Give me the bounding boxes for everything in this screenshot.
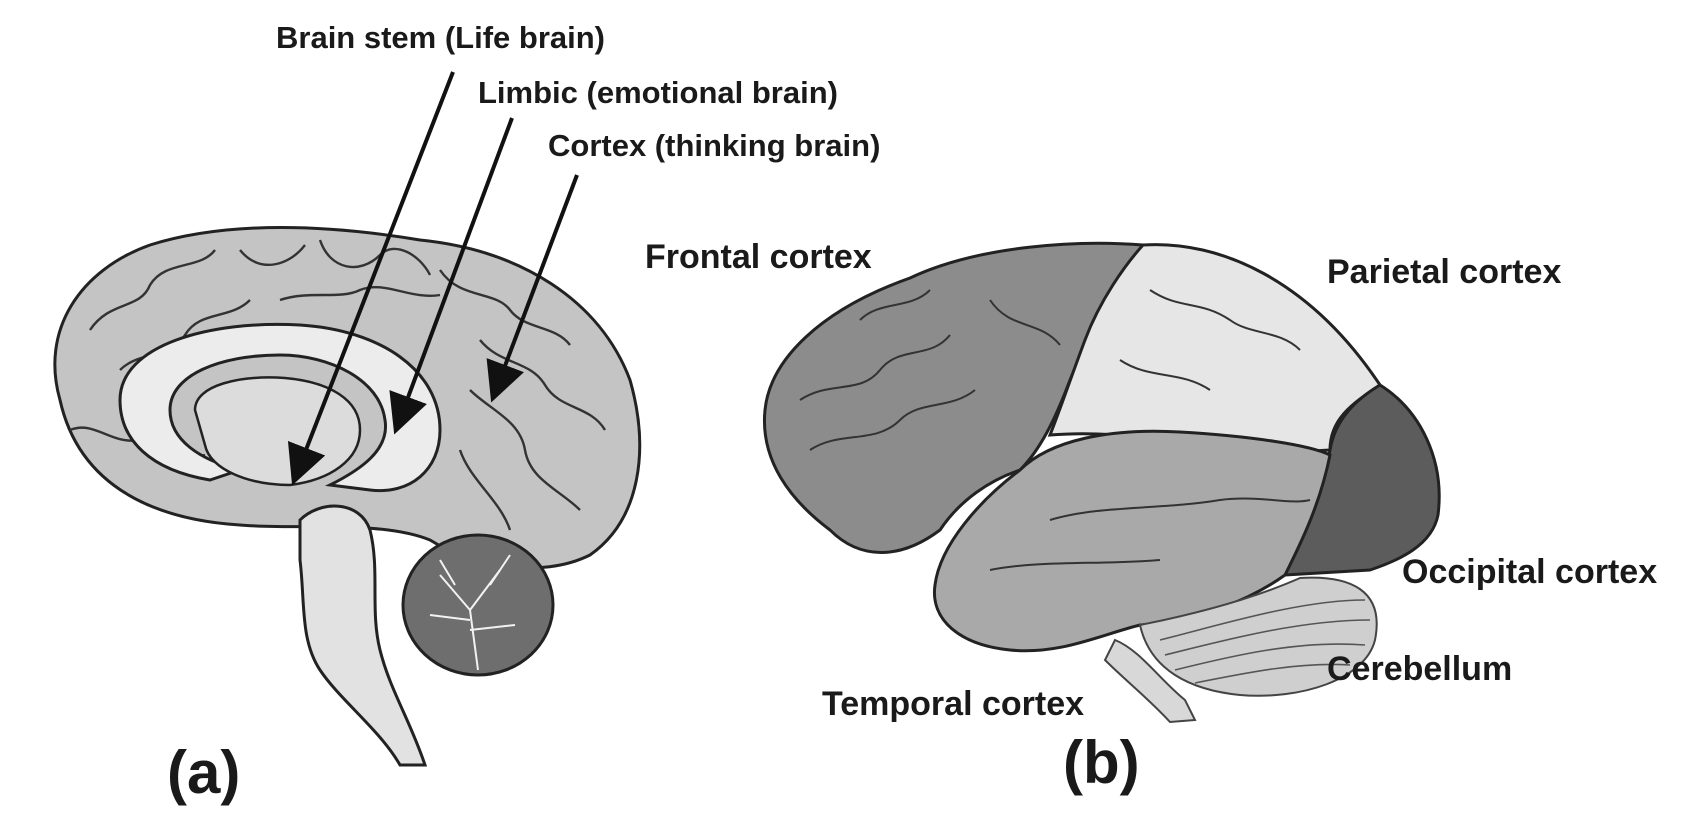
limbic-arrow <box>389 117 514 435</box>
limbic-region-a <box>118 322 442 493</box>
brain-stem-arrow <box>287 71 455 486</box>
cerebellum-folia-b <box>1159 599 1371 684</box>
annotation-arrows-a <box>287 71 579 486</box>
cerebellum-region-a <box>401 533 555 677</box>
brain-stem-label: Brain stem (Life brain) <box>276 20 605 55</box>
occipital-cortex-region <box>1282 383 1441 577</box>
parietal-cortex-label: Parietal cortex <box>1327 253 1561 291</box>
temporal-cortex-label: Temporal cortex <box>822 685 1084 723</box>
arbor-vitae-a <box>429 554 516 671</box>
cortex-sulci-b <box>799 289 1311 571</box>
brain-stem-region-b <box>1103 638 1197 724</box>
cortex-arrow <box>486 174 579 403</box>
panel-a-sagittal-brain <box>53 226 642 767</box>
cortex-region-a <box>53 226 642 570</box>
cerebellum-label: Cerebellum <box>1327 650 1512 688</box>
frontal-cortex-label: Frontal cortex <box>645 238 872 276</box>
occipital-cortex-label: Occipital cortex <box>1402 553 1657 591</box>
panel-a-label: (a) <box>167 739 240 806</box>
limbic-label: Limbic (emotional brain) <box>478 75 838 110</box>
panel-b-lateral-brain <box>762 241 1441 724</box>
panel-b-label: (b) <box>1063 729 1140 796</box>
cerebellum-region-b <box>1138 576 1378 697</box>
brain-stem-region-a <box>298 504 428 767</box>
cortex-label: Cortex (thinking brain) <box>548 128 880 163</box>
